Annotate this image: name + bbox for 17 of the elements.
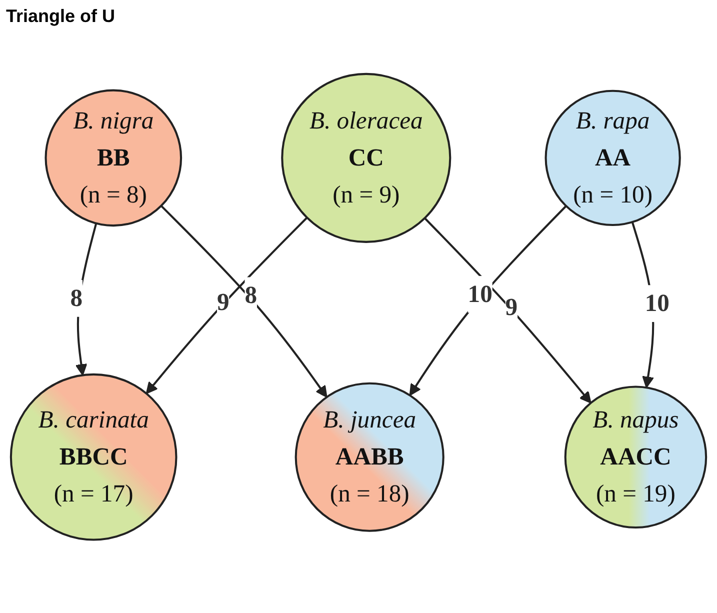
edge-label: 10	[468, 280, 492, 307]
edge-label: 8	[70, 284, 82, 312]
node-circle: B. oleracea CC (n = 9)	[281, 72, 452, 243]
node-circle: B. rapa AA (n = 10)	[544, 90, 681, 226]
edge-label: 9	[216, 288, 230, 315]
node-circle: B. napus AACC (n = 19)	[564, 385, 708, 528]
edge-label: 8	[244, 280, 257, 308]
arrow	[409, 204, 567, 396]
arrow	[146, 216, 308, 394]
diagram-label: Triangle of U	[5, 5, 116, 28]
arrow	[160, 204, 328, 398]
node-circle: B. carinata BBCC (n = 17)	[10, 373, 178, 540]
node-circle: B. juncea AABB (n = 18)	[294, 382, 444, 532]
edge-label: 10	[644, 288, 670, 316]
edge-label: 9	[505, 292, 518, 320]
node-circle: B. nigra BB (n = 8)	[44, 88, 182, 226]
arrow	[424, 217, 592, 404]
